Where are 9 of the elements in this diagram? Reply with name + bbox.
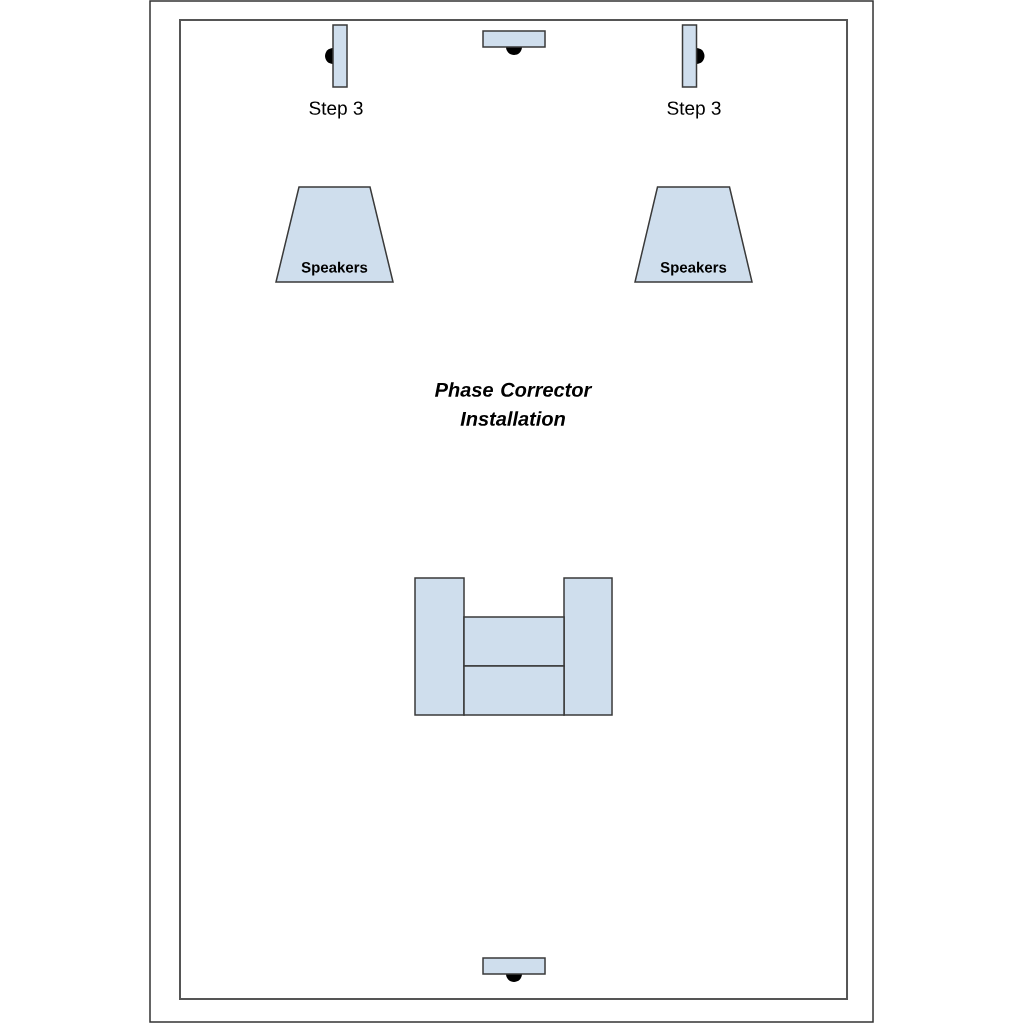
corrector-unit [325,24,348,88]
step-label: Step 3 [667,101,721,119]
corrector-unit [482,30,546,55]
speaker: Speakers [634,186,753,283]
step-label: Step 3 [309,101,363,119]
corrector-unit [482,957,546,982]
speaker: Speakers [275,186,394,283]
diagram-title: Phase Corrector Installation [435,382,593,426]
corrector-unit [681,24,705,88]
